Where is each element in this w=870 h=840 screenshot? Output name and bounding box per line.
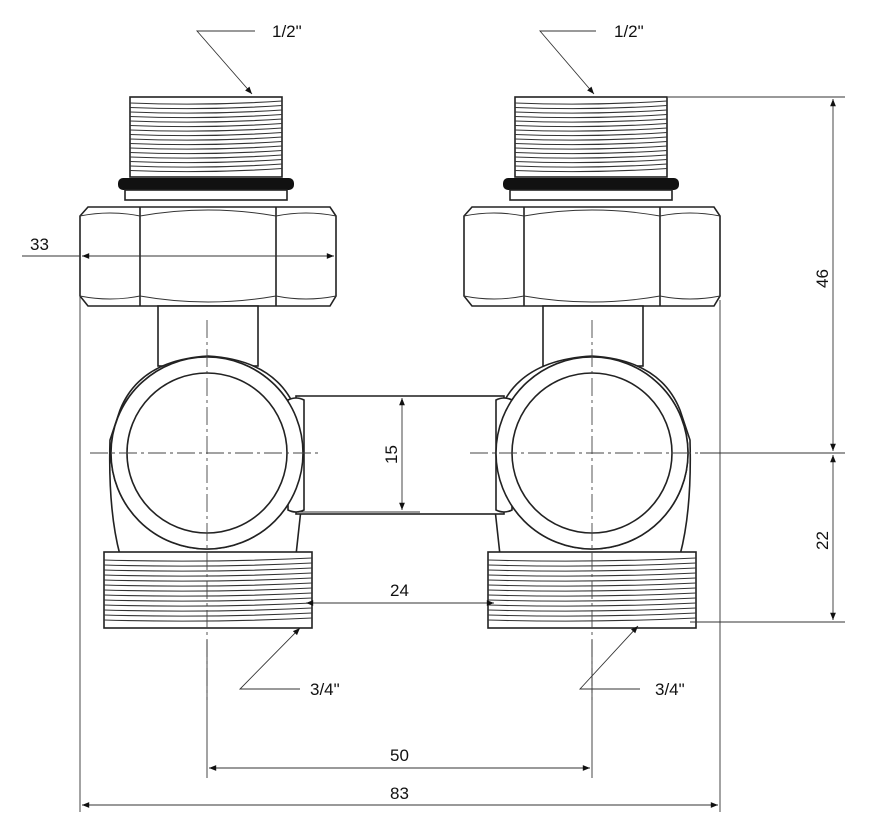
right-o-ring xyxy=(503,178,679,190)
right-collar xyxy=(509,189,673,201)
dim-nut-width: 33 xyxy=(30,235,49,254)
right-top-thread xyxy=(514,96,668,178)
extension-lines xyxy=(79,96,845,812)
right-hex-nut xyxy=(463,206,721,307)
left-collar xyxy=(124,189,288,201)
dim-inner-gap: 24 xyxy=(390,581,409,600)
center-lines xyxy=(90,320,725,700)
label-top-left-thread: 1/2" xyxy=(272,22,302,41)
label-top-right-thread: 1/2" xyxy=(614,22,644,41)
leader-lines xyxy=(196,30,640,690)
label-bottom-right-thread: 3/4" xyxy=(655,680,685,699)
left-hex-nut xyxy=(79,206,337,307)
dim-lower-height: 22 xyxy=(813,531,832,550)
label-bottom-left-thread: 3/4" xyxy=(310,680,340,699)
left-top-thread xyxy=(129,96,283,178)
dim-center-distance: 50 xyxy=(390,746,409,765)
left-o-ring xyxy=(118,178,294,190)
dim-bridge-height: 15 xyxy=(382,445,401,464)
dim-overall-width: 83 xyxy=(390,784,409,803)
dim-upper-height: 46 xyxy=(813,269,832,288)
left-bottom-thread xyxy=(103,551,313,629)
dimension-lines xyxy=(22,98,836,808)
